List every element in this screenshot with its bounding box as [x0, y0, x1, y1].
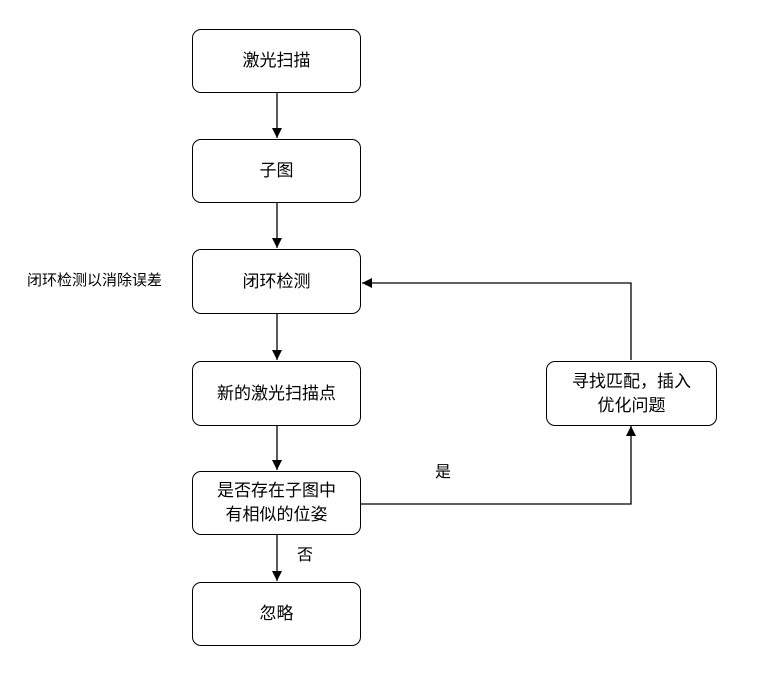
node-similar-pose-check-line2: 有相似的位姿 — [225, 505, 328, 525]
node-find-match-line1: 寻找匹配，插入 — [572, 371, 691, 392]
node-laser-scan-label: 激光扫描 — [242, 51, 311, 71]
loop-detection-note: 闭环检测以消除误差 — [27, 271, 163, 289]
node-ignore-label: 忽略 — [259, 604, 294, 624]
arrow-check-yes-to-find-match — [361, 426, 636, 505]
node-loop-detection: 闭环检测 — [192, 249, 361, 314]
node-find-match-line2: 优化问题 — [597, 395, 666, 416]
node-similar-pose-check: 是否存在子图中 有相似的位姿 — [192, 471, 361, 535]
yes-branch-label: 是 — [435, 462, 452, 481]
node-laser-scan: 激光扫描 — [192, 29, 361, 93]
node-loop-detection-label: 闭环检测 — [242, 271, 311, 292]
node-new-scan-point-label: 新的激光扫描点 — [217, 383, 336, 404]
node-similar-pose-check-line1: 是否存在子图中 — [217, 481, 336, 501]
arrow-find-match-to-loop-detection — [362, 278, 632, 360]
node-submap: 子图 — [192, 139, 361, 203]
node-ignore: 忽略 — [192, 582, 361, 646]
node-submap-label: 子图 — [259, 161, 294, 181]
node-find-match: 寻找匹配，插入 优化问题 — [546, 361, 717, 426]
no-branch-label: 否 — [297, 545, 314, 564]
node-new-scan-point: 新的激光扫描点 — [192, 361, 361, 426]
